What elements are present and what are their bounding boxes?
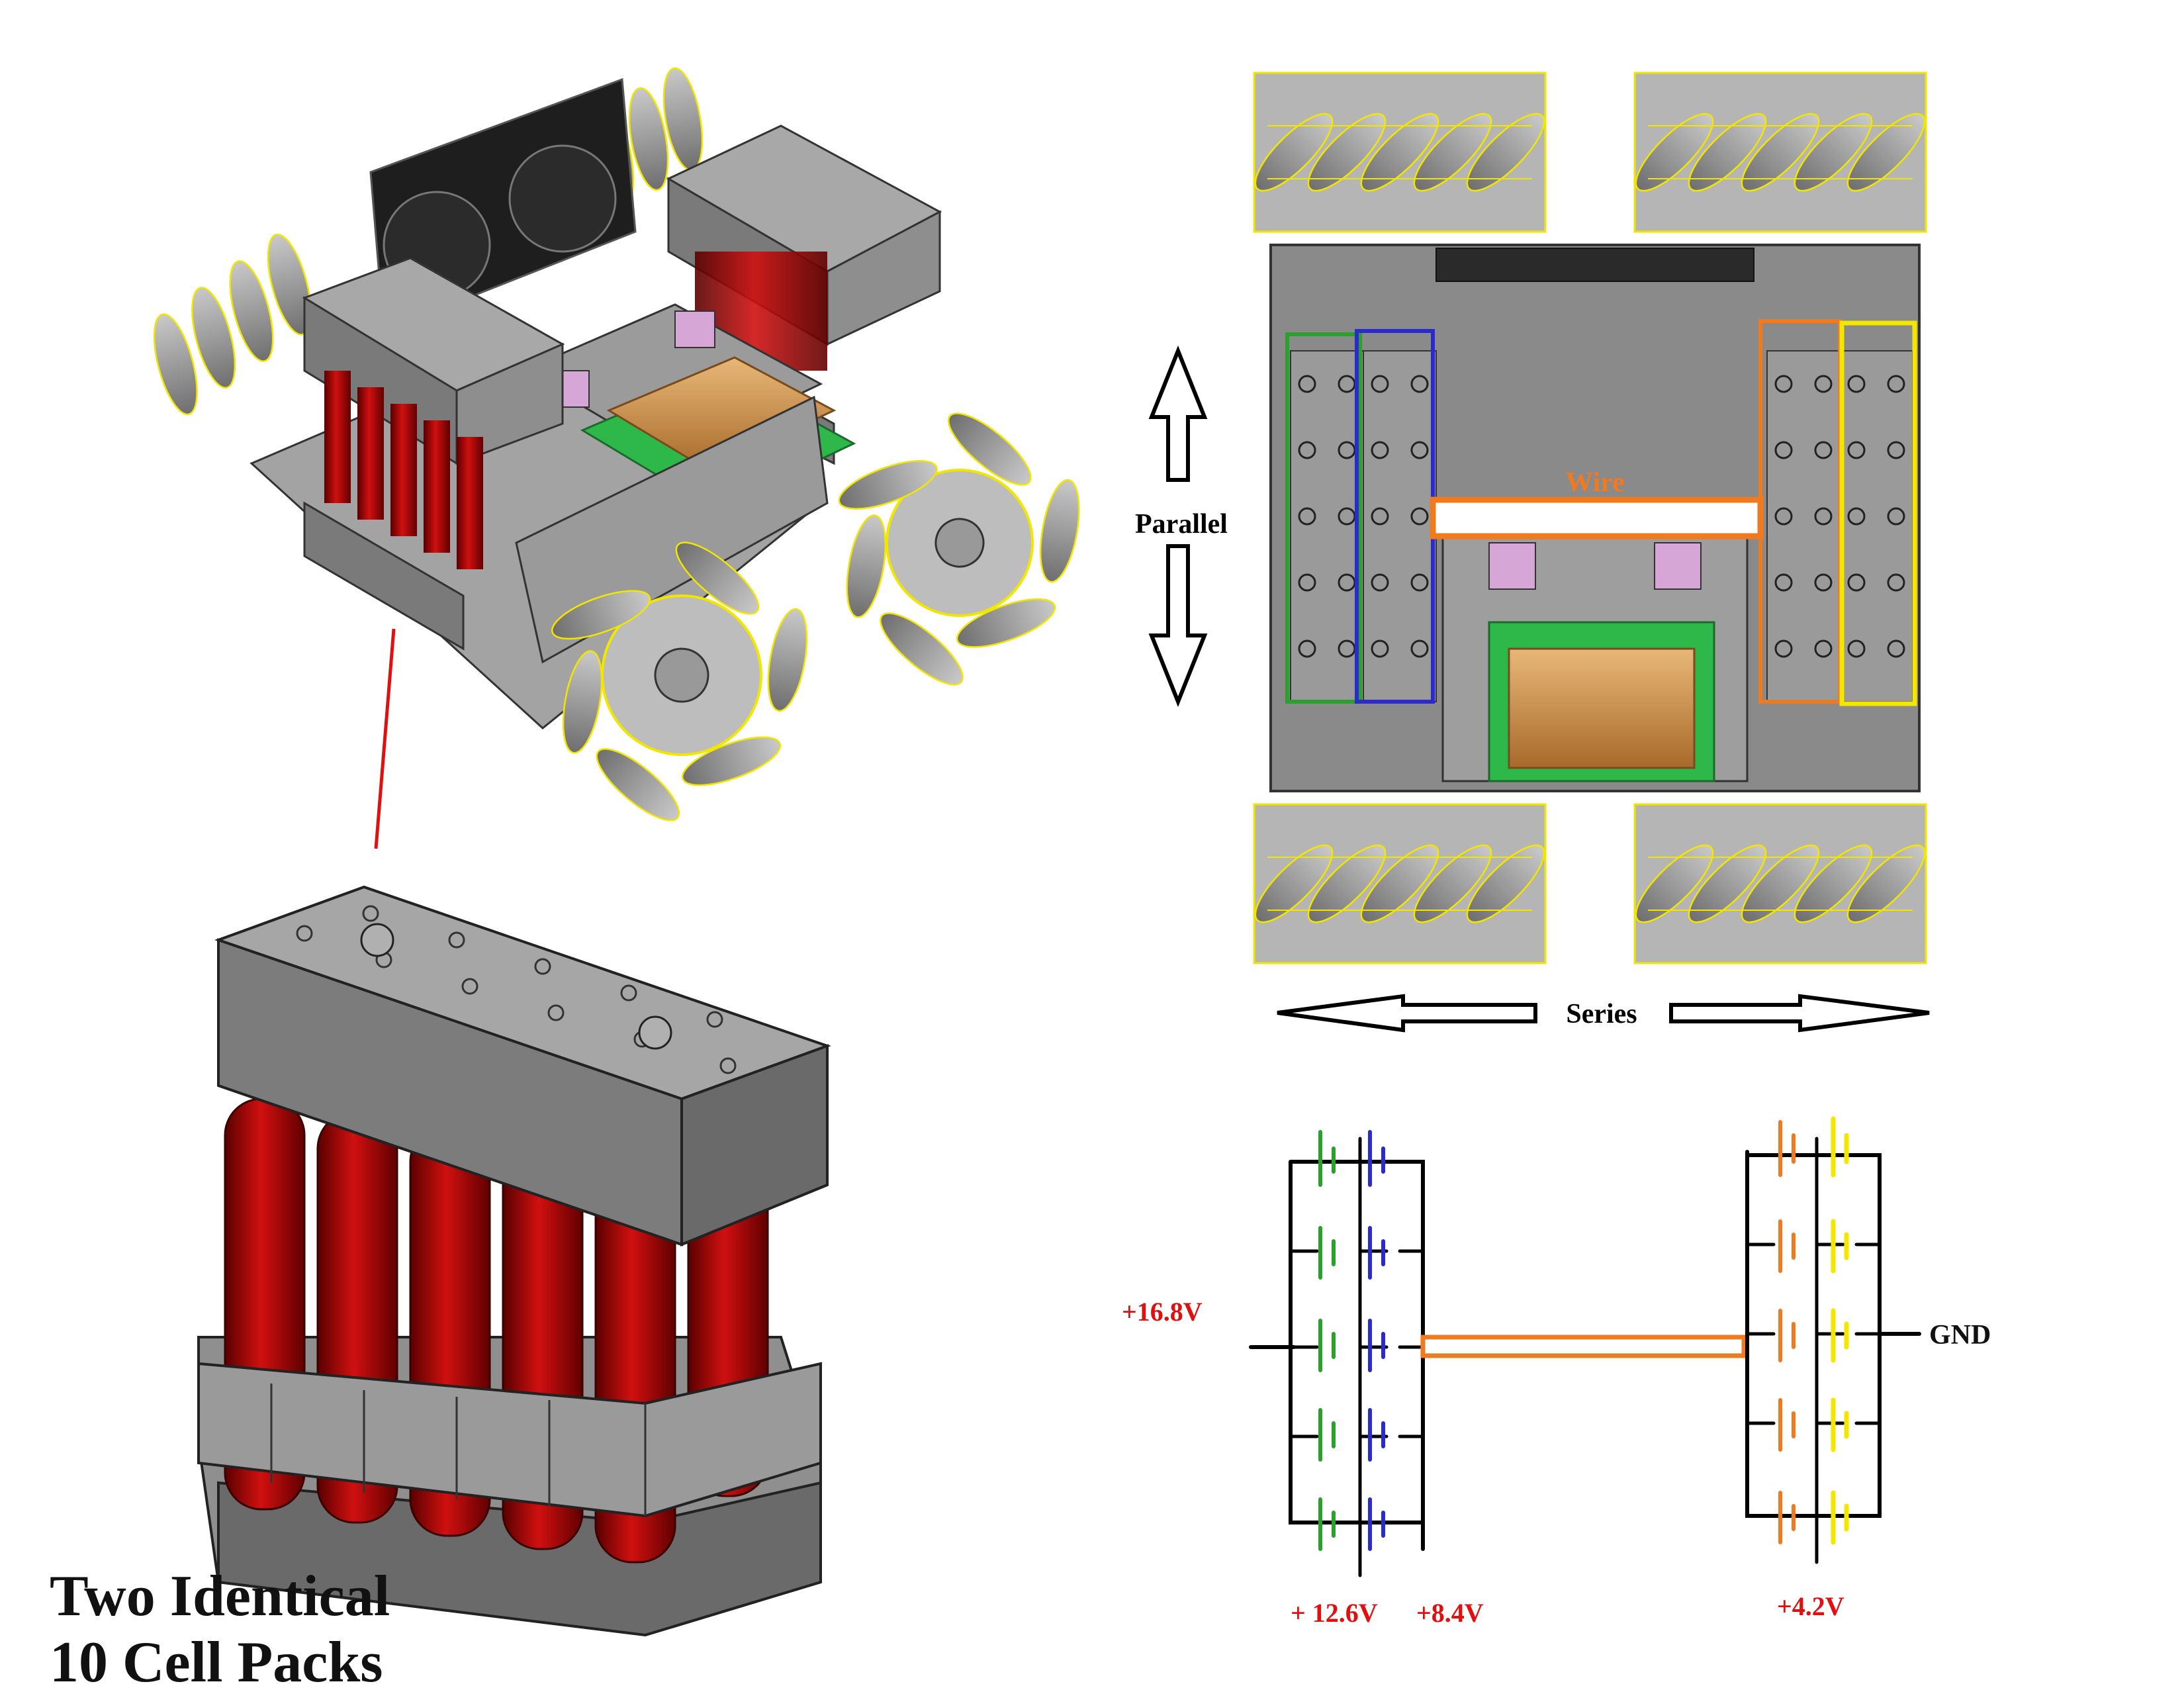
pack-col-orange — [1766, 350, 1841, 702]
arrow-right — [1669, 994, 1930, 1033]
cells-blue — [1368, 1130, 1385, 1551]
pack-col-yellow — [1839, 350, 1913, 702]
parallel-label: Parallel — [1135, 509, 1228, 539]
cells-green — [1318, 1130, 1336, 1551]
left-bus — [1289, 1160, 1425, 1551]
wheel-bottom-right — [1625, 804, 1934, 963]
wheel-top-right — [1625, 73, 1934, 232]
callout-line — [374, 628, 396, 849]
wire-link — [1420, 1335, 1747, 1358]
wheel-front-right — [833, 402, 1087, 696]
gnd-label: GND — [1929, 1320, 1991, 1350]
cells-yellow — [1831, 1116, 1849, 1545]
wheel-front-left — [545, 531, 815, 832]
usb-port-pink-2 — [674, 310, 715, 348]
fan-rotor-right — [508, 144, 617, 253]
arrow-up — [1148, 345, 1208, 482]
series-arrows — [1277, 994, 1930, 1033]
wheel-bottom-left — [1245, 804, 1554, 963]
voltage-8-4: +8.4V — [1416, 1598, 1484, 1628]
arrow-left — [1277, 994, 1537, 1033]
wheel-top-left — [1245, 73, 1554, 232]
fan-header — [1435, 248, 1754, 282]
arrow-down — [1148, 544, 1208, 708]
heatsink-top — [1508, 647, 1696, 769]
caption-line1: Two Identical — [50, 1564, 390, 1628]
battery-pack-front — [302, 257, 565, 651]
outline-yellow-group — [1839, 320, 1917, 706]
pack-col-blue — [1363, 350, 1437, 702]
cells-orange — [1778, 1120, 1796, 1544]
robot-top-view — [1245, 73, 1934, 963]
voltage-16-8: +16.8V — [1122, 1297, 1203, 1327]
wire-bar — [1430, 496, 1764, 539]
front-chassis — [515, 395, 829, 664]
voltage-12-6: + 12.6V — [1291, 1598, 1378, 1628]
robot-isometric-view — [144, 64, 1087, 832]
voltage-4-2: +4.2V — [1777, 1591, 1844, 1621]
schematic — [1249, 1116, 1921, 1577]
wire-label: Wire — [1565, 467, 1624, 498]
battery-pack-closeup — [197, 885, 832, 1637]
pack-col-green — [1290, 350, 1364, 702]
series-label: Series — [1566, 999, 1637, 1029]
outline-green-group — [1285, 332, 1362, 704]
caption-line2: 10 Cell Packs — [50, 1630, 383, 1688]
parallel-arrows — [1148, 345, 1208, 708]
heatsink — [606, 356, 837, 471]
